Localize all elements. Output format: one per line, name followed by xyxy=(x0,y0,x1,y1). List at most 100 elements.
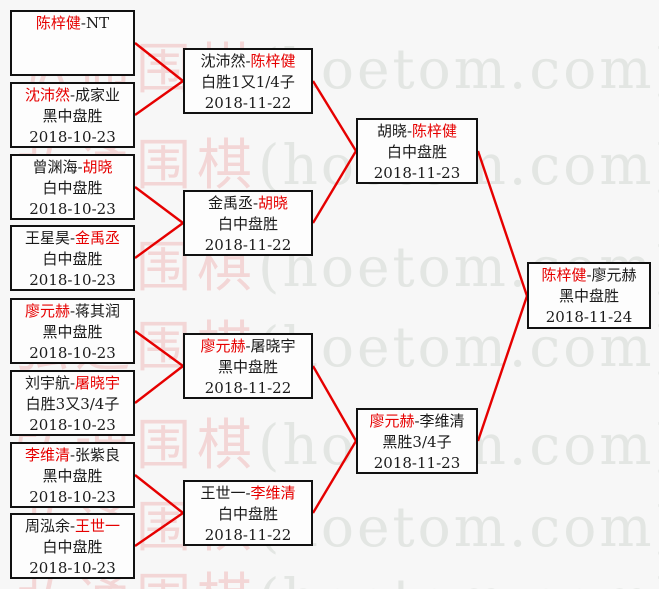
connector-line xyxy=(311,150,358,224)
player-1: 金禹丞 xyxy=(207,194,253,212)
match-result: 黑胜3/4子 xyxy=(382,433,452,451)
match-box-r2-4: 王世一-李维清 白中盘胜 2018-11-22 xyxy=(183,480,313,546)
players-separator: - xyxy=(406,122,413,140)
players-separator: - xyxy=(69,517,76,535)
player-1: 曾渊海 xyxy=(32,158,78,176)
connector-line xyxy=(134,222,184,259)
match-result: 白胜1又1/4子 xyxy=(201,73,295,91)
player-2: 陈梓健 xyxy=(250,52,296,70)
match-date: 2018-10-23 xyxy=(29,200,116,218)
player-1: 王世一 xyxy=(200,484,246,502)
match-date: 2018-11-22 xyxy=(204,94,292,112)
match-result: 白胜3又3/4子 xyxy=(25,395,120,413)
match-players: 胡晓-陈梓健 xyxy=(358,121,476,142)
watermark-latin: (hoetom.com) xyxy=(258,37,659,101)
match-result: 黑中盘胜 xyxy=(217,358,278,376)
match-players: 李维清-张紫良 xyxy=(12,445,133,466)
match-date: 2018-10-23 xyxy=(29,488,116,506)
match-date: 2018-11-24 xyxy=(545,308,633,326)
player-2: 成家业 xyxy=(75,86,121,104)
connector-line xyxy=(134,80,184,116)
players-separator: - xyxy=(69,302,76,320)
player-2: 陈梓健 xyxy=(412,122,458,140)
match-date: 2018-10-23 xyxy=(29,128,116,146)
match-players: 廖元赫-李维清 xyxy=(358,411,476,432)
match-date: 2018-11-22 xyxy=(204,236,292,254)
connector-line xyxy=(311,80,358,152)
match-box-r1-2: 沈沛然-成家业 黑中盘胜 2018-10-23 xyxy=(10,82,135,148)
match-result: 白中盘胜 xyxy=(217,215,278,233)
match-box-r1-1: 陈梓健-NT xyxy=(10,10,135,76)
match-players: 刘宇航-屠晓宇 xyxy=(12,373,133,394)
player-1: 沈沛然 xyxy=(24,86,70,104)
connector-line xyxy=(134,512,184,547)
player-1: 廖元赫 xyxy=(369,412,415,430)
match-result: 黑中盘胜 xyxy=(42,467,103,485)
match-players: 陈梓健-NT xyxy=(12,13,133,34)
match-result: 白中盘胜 xyxy=(42,250,103,268)
player-2: 金禹丞 xyxy=(75,229,121,247)
match-date: 2018-10-23 xyxy=(29,271,116,289)
player-2: 廖元赫 xyxy=(591,266,637,284)
connector-line xyxy=(476,295,529,442)
match-date: 2018-11-22 xyxy=(204,379,292,397)
match-date: 2018-11-23 xyxy=(373,164,461,182)
match-box-r2-1: 沈沛然-陈梓健 白胜1又1/4子 2018-11-22 xyxy=(183,48,313,114)
match-players: 金禹丞-胡晓 xyxy=(185,193,311,214)
match-result: 白中盘胜 xyxy=(42,179,103,197)
match-result: 白中盘胜 xyxy=(217,505,278,523)
players-separator: - xyxy=(414,412,420,430)
match-date: 2018-11-22 xyxy=(204,526,292,544)
player-2: 蒋其润 xyxy=(75,302,121,320)
match-box-r1-3: 曾渊海-胡晓 白中盘胜 2018-10-23 xyxy=(10,154,135,220)
player-1: 周泓余 xyxy=(24,517,70,535)
match-players: 曾渊海-胡晓 xyxy=(12,157,133,178)
connector-line xyxy=(134,330,184,367)
match-players: 沈沛然-陈梓健 xyxy=(185,51,311,72)
match-box-r2-2: 金禹丞-胡晓 白中盘胜 2018-11-22 xyxy=(183,190,313,256)
players-separator: - xyxy=(80,14,86,32)
player-1: 李维清 xyxy=(24,446,70,464)
match-players: 廖元赫-屠晓宇 xyxy=(185,336,311,357)
players-separator: - xyxy=(245,484,251,502)
player-2: 王世一 xyxy=(75,517,121,535)
match-box-final: 陈梓健-廖元赫 黑中盘胜 2018-11-24 xyxy=(527,262,651,329)
player-2: 李维清 xyxy=(250,484,296,502)
match-players: 王世一-李维清 xyxy=(185,483,311,504)
player-1: 胡晓 xyxy=(376,122,407,140)
match-date: 2018-11-23 xyxy=(373,454,461,472)
connector-line xyxy=(134,186,184,224)
player-2: 李维清 xyxy=(419,412,465,430)
watermark-latin: (hoetom.com) xyxy=(258,495,659,559)
player-2: 屠晓宇 xyxy=(75,374,121,392)
connector-line xyxy=(311,365,358,442)
players-separator: - xyxy=(586,266,592,284)
player-2: 屠晓宇 xyxy=(250,337,296,355)
player-1: 陈梓健 xyxy=(541,266,587,284)
match-box-r1-4: 王星昊-金禹丞 白中盘胜 2018-10-23 xyxy=(10,225,135,291)
players-separator: - xyxy=(252,194,259,212)
match-players: 廖元赫-蒋其润 xyxy=(12,301,133,322)
player-1: 陈梓健 xyxy=(35,14,81,32)
match-result: 白中盘胜 xyxy=(42,538,103,556)
player-1: 廖元赫 xyxy=(24,302,70,320)
players-separator: - xyxy=(69,446,76,464)
match-box-r1-7: 李维清-张紫良 黑中盘胜 2018-10-23 xyxy=(10,442,135,508)
connector-line xyxy=(134,365,184,404)
match-box-sf-2: 廖元赫-李维清 黑胜3/4子 2018-11-23 xyxy=(356,408,478,474)
match-box-sf-1: 胡晓-陈梓健 白中盘胜 2018-11-23 xyxy=(356,118,478,184)
match-box-r1-6: 刘宇航-屠晓宇 白胜3又3/4子 2018-10-23 xyxy=(10,370,135,436)
match-box-r2-3: 廖元赫-屠晓宇 黑中盘胜 2018-11-22 xyxy=(183,333,313,399)
match-result: 黑中盘胜 xyxy=(42,323,103,341)
player-1: 廖元赫 xyxy=(200,337,246,355)
connector-line xyxy=(134,42,184,82)
player-2: 张紫良 xyxy=(75,446,121,464)
players-separator: - xyxy=(69,86,76,104)
connector-line xyxy=(476,150,529,297)
players-separator: - xyxy=(245,337,251,355)
player-2: 胡晓 xyxy=(258,194,289,212)
players-separator: - xyxy=(77,158,83,176)
players-separator: - xyxy=(69,374,76,392)
